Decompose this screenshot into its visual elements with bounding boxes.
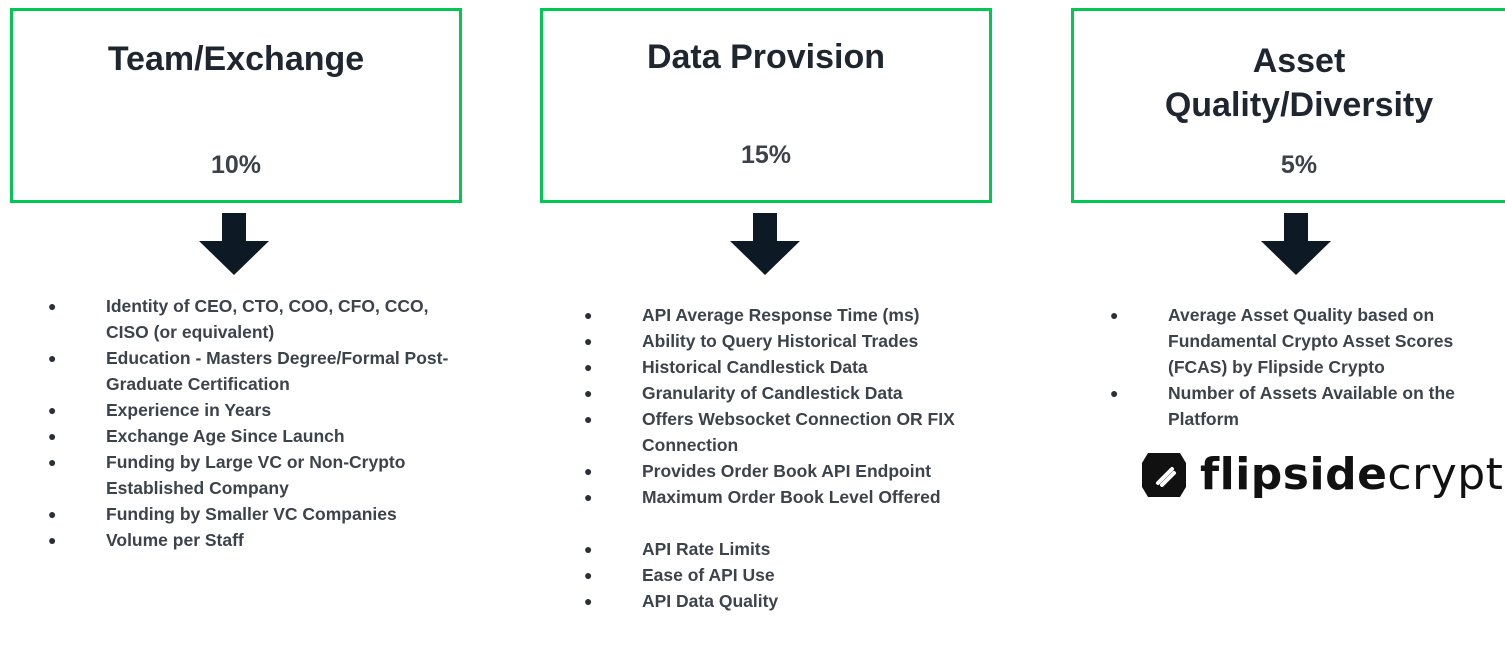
bullet-icon: ● — [48, 350, 57, 366]
bullet-icon: ● — [584, 541, 593, 557]
bullet-icon: ● — [48, 506, 57, 522]
list-item: ●Historical Candlestick Data — [584, 354, 1004, 380]
bullet-icon: ● — [584, 411, 593, 427]
list-item: ●Offers Websocket Connection OR FIX Conn… — [584, 406, 1004, 458]
list-item: ●Identity of CEO, CTO, COO, CFO, CCO, CI… — [48, 293, 468, 345]
bullet-icon: ● — [584, 489, 593, 505]
bullet-icon: ● — [584, 307, 593, 323]
list-item: ●API Data Quality — [584, 588, 1004, 614]
criteria-list: ●API Average Response Time (ms) ●Ability… — [584, 302, 1004, 614]
list-item: ●Ability to Query Historical Trades — [584, 328, 1004, 354]
bullet-icon: ● — [584, 593, 593, 609]
category-title: Data Provision — [646, 38, 886, 76]
bullet-icon: ● — [1110, 307, 1119, 323]
list-item: ●Education - Masters Degree/Formal Post-… — [48, 345, 468, 397]
category-box-data-provision: Data Provision 15% — [540, 8, 992, 203]
bullet-icon: ● — [48, 532, 57, 548]
category-weight: 10% — [210, 151, 262, 179]
logo-wordmark: flipsidecrypto — [1200, 449, 1505, 500]
list-item: ●API Average Response Time (ms) — [584, 302, 1004, 328]
bullet-icon: ● — [584, 567, 593, 583]
bullet-icon: ● — [48, 402, 57, 418]
list-item: ●Maximum Order Book Level Offered — [584, 484, 1004, 536]
bullet-icon: ● — [1110, 385, 1119, 401]
flipside-logo-icon — [1142, 453, 1186, 497]
list-item: ●Funding by Smaller VC Companies — [48, 501, 468, 527]
bullet-icon: ● — [584, 359, 593, 375]
bullet-icon: ● — [584, 463, 593, 479]
list-item: ●Volume per Staff — [48, 527, 468, 553]
bullet-icon: ● — [48, 454, 57, 470]
bullet-icon: ● — [584, 385, 593, 401]
bullet-icon: ● — [48, 428, 57, 444]
list-item: ●Granularity of Candlestick Data — [584, 380, 1004, 406]
list-item: ●Provides Order Book API Endpoint — [584, 458, 1004, 484]
criteria-list: ●Identity of CEO, CTO, COO, CFO, CCO, CI… — [48, 293, 468, 553]
category-box-team-exchange: Team/Exchange 10% — [10, 8, 462, 203]
list-item: ●API Rate Limits — [584, 536, 1004, 562]
category-weight: 15% — [740, 141, 792, 169]
flipside-crypto-logo: flipsidecrypto — [1140, 450, 1505, 500]
category-title-line1: Asset — [1252, 42, 1346, 80]
down-arrow-icon — [199, 213, 269, 275]
list-item: ●Ease of API Use — [584, 562, 1004, 588]
list-item: ●Average Asset Quality based on Fundamen… — [1110, 302, 1505, 380]
list-item: ●Exchange Age Since Launch — [48, 423, 468, 449]
list-item: ●Funding by Large VC or Non-Crypto Estab… — [48, 449, 468, 501]
category-weight: 5% — [1280, 151, 1318, 179]
criteria-list: ●Average Asset Quality based on Fundamen… — [1110, 302, 1505, 432]
bullet-icon: ● — [48, 298, 57, 314]
down-arrow-icon — [730, 213, 800, 275]
category-box-asset-quality: Asset Quality/Diversity 5% — [1071, 8, 1505, 203]
category-title-line2: Quality/Diversity — [1164, 86, 1434, 124]
list-item: ●Experience in Years — [48, 397, 468, 423]
bullet-icon: ● — [584, 333, 593, 349]
list-item: ●Number of Assets Available on the Platf… — [1110, 380, 1505, 432]
down-arrow-icon — [1261, 213, 1331, 275]
category-title: Team/Exchange — [107, 40, 365, 78]
